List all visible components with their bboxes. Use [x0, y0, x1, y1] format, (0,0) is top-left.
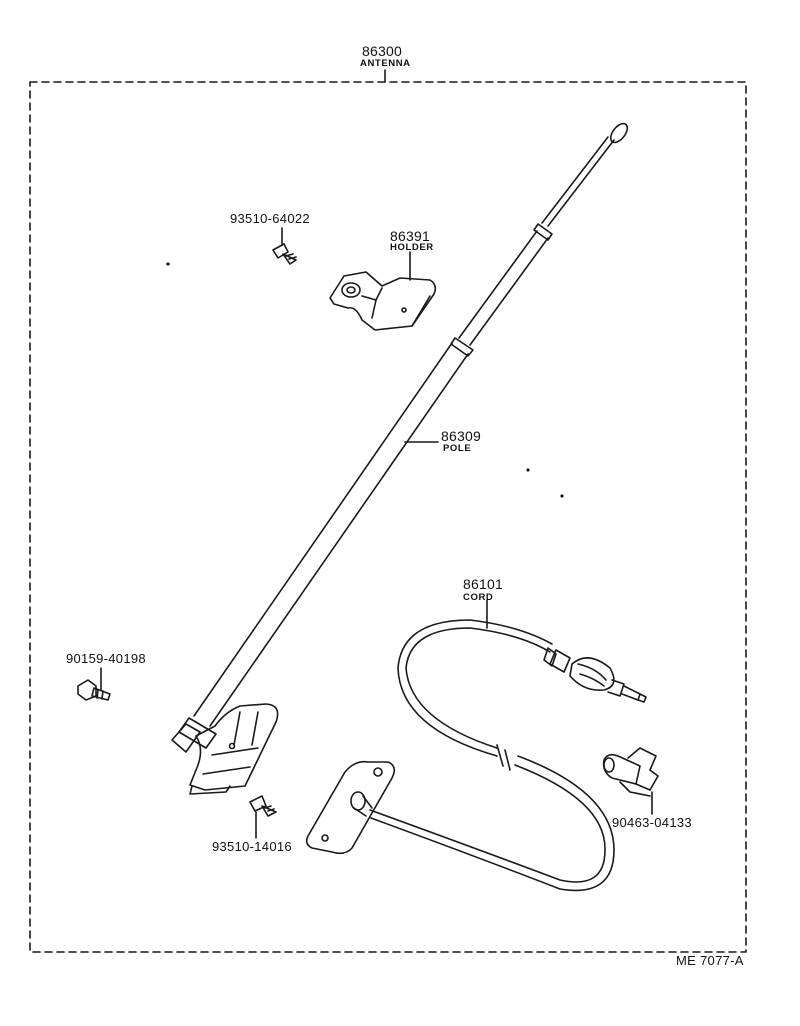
antenna-pole: [171, 122, 629, 795]
holder-part: [329, 271, 437, 331]
speck: [526, 468, 530, 472]
bolt-part: [77, 679, 111, 701]
clamp-part: [602, 747, 659, 797]
speck: [166, 262, 170, 266]
antenna-name-label: ANTENNA: [360, 58, 411, 69]
clamp-part-number: 90463-04133: [612, 815, 692, 830]
screw-top-part-number: 93510-64022: [230, 211, 310, 226]
screw-bottom-part-number: 93510-14016: [212, 839, 292, 854]
cord-part-number: 86101: [463, 576, 503, 592]
pole-name-label: POLE: [443, 443, 472, 454]
holder-name-label: HOLDER: [390, 242, 434, 253]
screw-bottom-part: [249, 795, 277, 817]
cord-name-label: CORD: [463, 592, 494, 603]
cord-part: [305, 619, 647, 892]
pole-part-number: 86309: [441, 428, 481, 444]
assembly-boundary: [29, 81, 747, 953]
bolt-part-number: 90159-40198: [66, 651, 146, 666]
holder-part-number: 86391: [390, 228, 430, 244]
diagram-reference: ME 7077-A: [676, 953, 744, 968]
antenna-part-number: 86300: [362, 43, 402, 59]
screw-top-part: [272, 243, 297, 265]
speck: [560, 494, 564, 498]
